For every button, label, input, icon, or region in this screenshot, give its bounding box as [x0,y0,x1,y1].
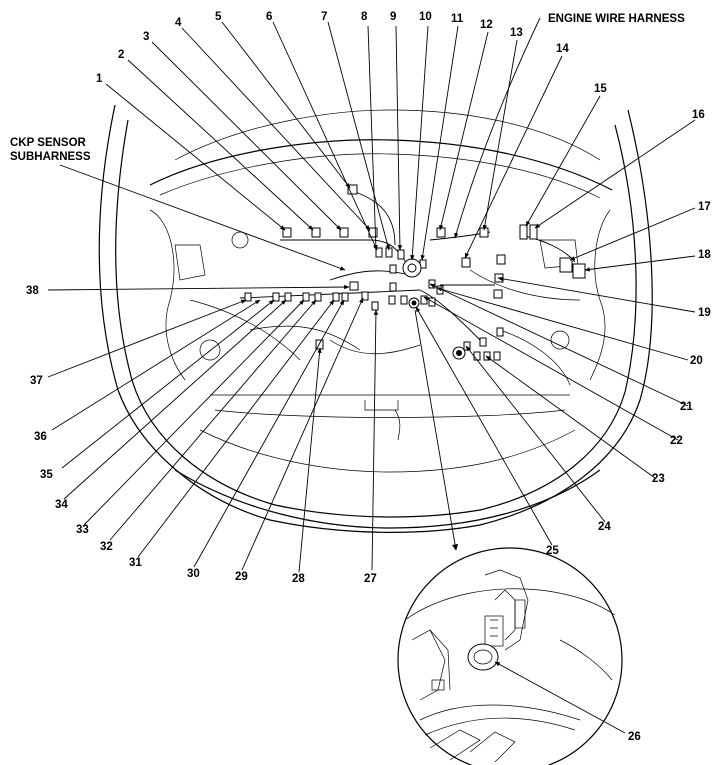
callout-14: 14 [556,43,569,55]
callout-19: 19 [698,307,711,319]
callout-37: 37 [30,375,43,387]
inset-engine-detail [404,569,616,763]
callout-2: 2 [118,49,124,61]
callout-25: 25 [546,545,559,557]
callout-13: 13 [510,27,523,39]
callout-4: 4 [175,17,182,29]
callout-18: 18 [698,249,711,261]
callout-26: 26 [628,731,641,743]
ckp-sensor-label-line1: CKP SENSOR [10,137,87,149]
callout-30: 30 [187,568,200,580]
callout-6: 6 [266,11,272,23]
callout-32: 32 [100,541,113,553]
callout-15: 15 [594,83,607,95]
callout-1: 1 [96,73,103,85]
callout-17: 17 [698,201,711,213]
callout-11: 11 [451,13,464,25]
detail-inset [397,309,623,765]
callout-16: 16 [692,109,705,121]
callout-24: 24 [598,521,611,533]
callout-8: 8 [361,11,368,23]
callout-38: 38 [26,285,39,297]
callout-33: 33 [76,524,89,536]
callout-36: 36 [34,431,47,443]
callout-5: 5 [215,11,222,23]
callout-34: 34 [55,499,68,511]
callout-numbers: 1 2 3 4 5 6 7 8 9 10 11 12 13 14 15 16 1… [26,11,711,743]
callout-31: 31 [129,557,142,569]
ckp-sensor-label-line2: SUBHARNESS [10,151,91,163]
callout-28: 28 [292,573,305,585]
callout-21: 21 [680,401,693,413]
callout-leaders [47,21,696,734]
callout-23: 23 [652,473,665,485]
callout-10: 10 [419,11,432,23]
callout-29: 29 [235,571,248,583]
callout-35: 35 [40,469,53,481]
callout-22: 22 [670,435,683,447]
callout-27: 27 [364,573,377,585]
callout-9: 9 [390,11,396,23]
vehicle-body-outline [98,104,653,533]
callout-7: 7 [321,11,327,23]
harness-connectors [244,184,586,361]
callout-12: 12 [480,19,493,31]
callout-3: 3 [143,31,149,43]
callout-20: 20 [690,355,703,367]
engine-wire-harness-label: ENGINE WIRE HARNESS [548,13,685,25]
title-labels: ENGINE WIRE HARNESS CKP SENSOR SUBHARNES… [10,13,685,271]
